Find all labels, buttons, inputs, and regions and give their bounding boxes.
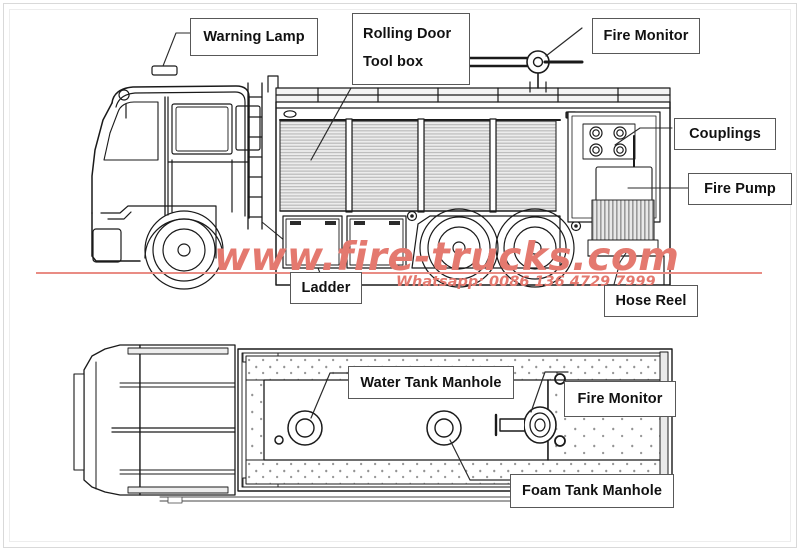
callout-fire-monitor-side: Fire Monitor: [592, 18, 700, 54]
callout-rolling-door-tool-box: Rolling Door Tool box: [352, 13, 470, 85]
callout-rolling-door-label: Rolling Door: [363, 26, 452, 42]
callout-ladder: Ladder: [290, 272, 362, 304]
ladder-part: [247, 75, 279, 230]
rear-wheel-2: [495, 208, 575, 288]
callout-fire-monitor-plan-label: Fire Monitor: [577, 391, 663, 407]
callout-water-tank-manhole-label: Water Tank Manhole: [360, 374, 502, 391]
callout-warning-lamp: Warning Lamp: [190, 18, 318, 56]
plan-foam-manhole: [426, 410, 462, 446]
plan-water-manhole: [287, 410, 323, 446]
callout-water-tank-manhole: Water Tank Manhole: [348, 366, 514, 399]
callout-hose-reel-label: Hose Reel: [615, 293, 687, 309]
callout-couplings-label: Couplings: [689, 126, 761, 142]
callout-couplings: Couplings: [674, 118, 776, 150]
hose-reel-compartment: [587, 199, 665, 286]
front-wheel: [144, 210, 224, 290]
callout-tool-box-label: Tool box: [363, 53, 424, 70]
tool-boxes: [282, 215, 407, 269]
callout-fire-monitor-side-label: Fire Monitor: [603, 28, 689, 44]
cab-outline: [91, 85, 261, 263]
callout-ladder-label: Ladder: [301, 280, 351, 296]
rolling-door-panels: [279, 118, 557, 213]
callout-fire-monitor-plan: Fire Monitor: [564, 381, 676, 417]
callout-hose-reel: Hose Reel: [604, 285, 698, 317]
body-superstructure: [275, 87, 671, 286]
callout-fire-pump-label: Fire Pump: [704, 181, 776, 197]
plan-fire-monitor: [494, 406, 557, 444]
warning-lamp-part: [151, 65, 178, 76]
rear-wheel-1: [419, 208, 499, 288]
callout-fire-pump: Fire Pump: [688, 173, 792, 205]
fire-monitor-side: [464, 50, 584, 93]
callout-warning-lamp-label: Warning Lamp: [203, 29, 305, 45]
callout-foam-tank-manhole-label: Foam Tank Manhole: [521, 483, 662, 499]
plan-cab: [73, 344, 236, 496]
callout-foam-tank-manhole: Foam Tank Manhole: [510, 474, 674, 508]
